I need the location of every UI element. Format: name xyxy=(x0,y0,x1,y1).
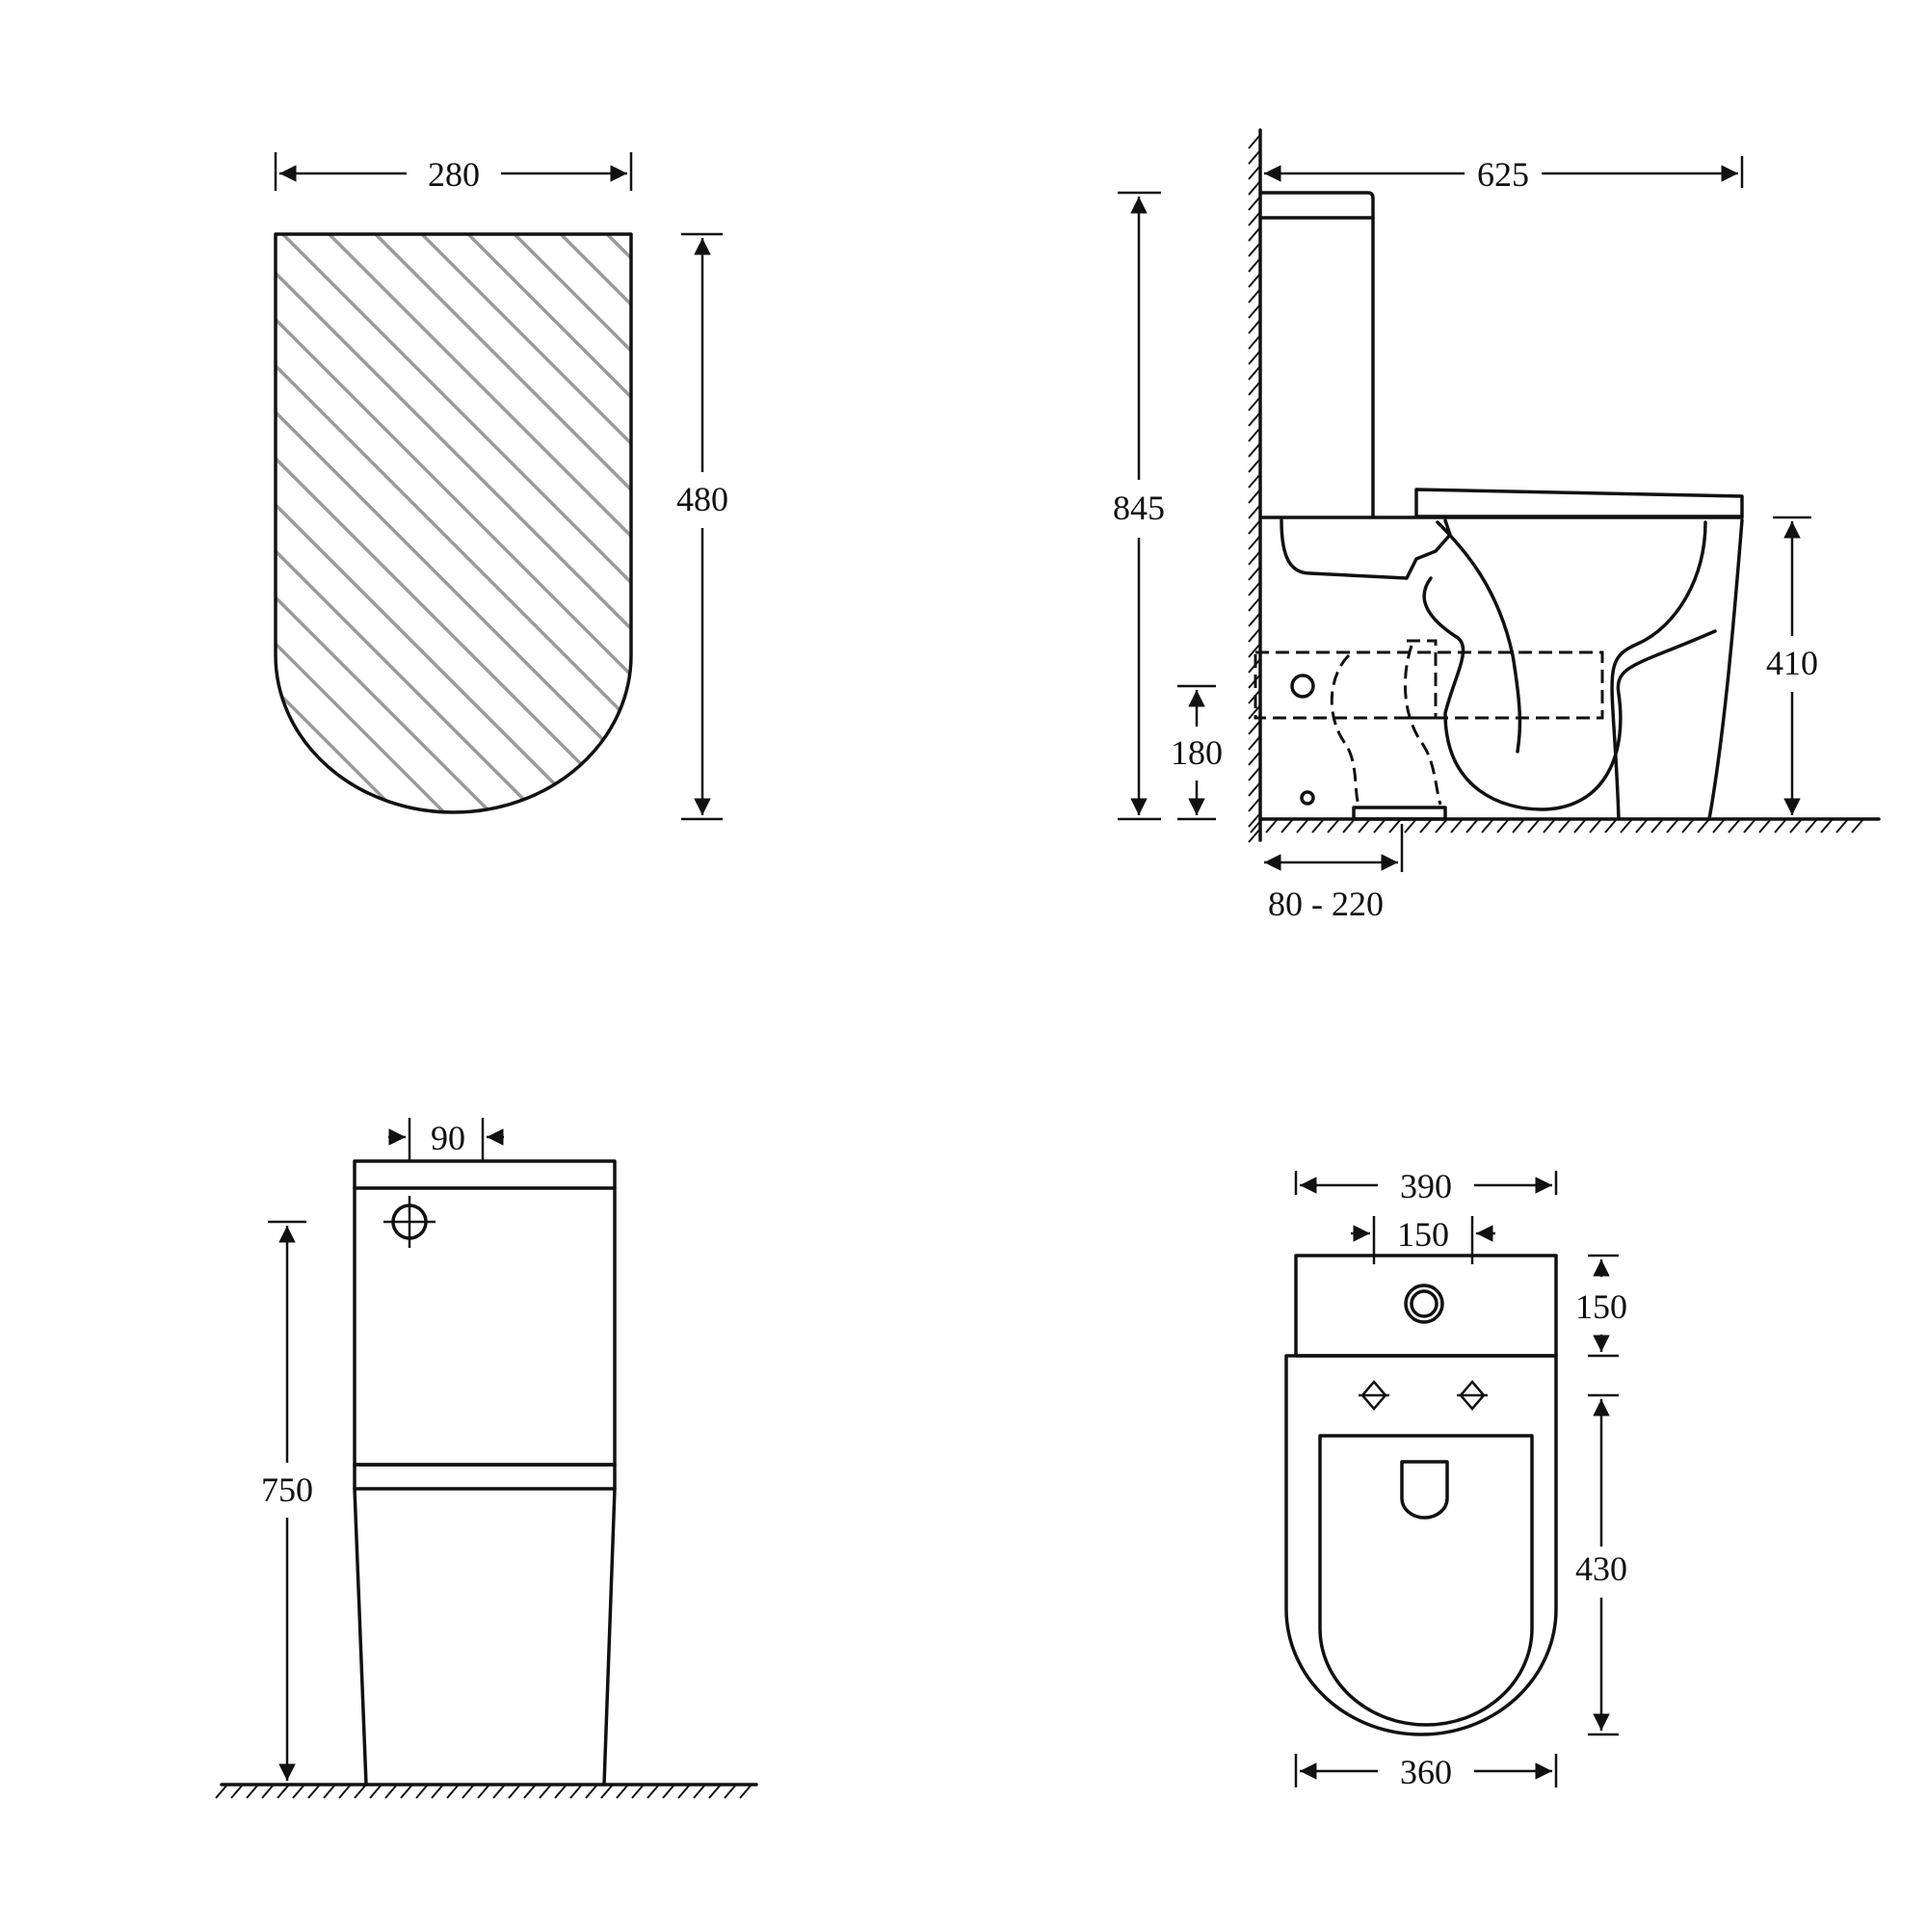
top-view-width-label: 280 xyxy=(428,155,480,194)
trapway-top xyxy=(1280,518,1452,580)
top-view-height-label: 480 xyxy=(676,480,728,518)
outlet-dashed xyxy=(1254,650,1604,720)
bowl-trap xyxy=(1422,576,1717,811)
top-view: 280 480 xyxy=(274,152,728,821)
plan-fixing-spacing-label: 150 xyxy=(1397,1215,1449,1254)
front-inlet-offset-label: 90 xyxy=(431,1119,465,1157)
side-view: 625 845 410 180 80 xyxy=(1113,128,1881,923)
cistern-plan xyxy=(1294,1254,1558,1358)
plan-cistern-depth-label: 150 xyxy=(1575,1287,1627,1326)
side-seat-height-label: 410 xyxy=(1766,644,1818,682)
side-setout-label: 80 - 220 xyxy=(1268,885,1384,923)
plan-bowl-length-label: 430 xyxy=(1575,1549,1627,1588)
template-outline xyxy=(274,232,633,814)
side-setout-dimension: 80 - 220 xyxy=(1264,824,1404,923)
water-inlet-icon xyxy=(383,1196,436,1248)
seat-plan-inner xyxy=(1318,1434,1534,1727)
plan-cistern-depth-dimension: 150 xyxy=(1575,1254,1627,1358)
plan-bowl-width-dimension: 360 xyxy=(1294,1753,1558,1791)
front-height-dimension: 750 xyxy=(261,1220,313,1781)
flush-button-inner-icon xyxy=(1410,1289,1439,1318)
outlet-pipe-dashed xyxy=(1330,645,1442,806)
side-outlet-height-label: 180 xyxy=(1171,733,1223,772)
pan-back-outline xyxy=(1707,518,1744,821)
inlet-hole-icon xyxy=(1290,674,1315,699)
front-height-label: 750 xyxy=(261,1470,313,1509)
plan-view: 390 150 150 430 xyxy=(1284,1167,1627,1791)
fixing-point-left-icon xyxy=(1359,1380,1389,1411)
cistern-side xyxy=(1260,191,1375,518)
side-depth-label: 625 xyxy=(1477,155,1529,194)
outlet-base xyxy=(1352,806,1447,821)
bowl-inner-front xyxy=(1436,520,1522,754)
front-view: 90 750 xyxy=(215,1118,758,1799)
side-total-height-label: 845 xyxy=(1113,489,1165,527)
fixing-point-right-icon xyxy=(1457,1380,1488,1411)
front-inlet-offset-dimension: 90 xyxy=(388,1118,504,1161)
side-outlet-height-dimension: 180 xyxy=(1171,684,1223,821)
side-seat-height-dimension: 410 xyxy=(1766,516,1818,821)
side-depth-dimension: 625 xyxy=(1264,155,1744,194)
plan-cistern-width-label: 390 xyxy=(1400,1167,1452,1205)
fixing-hole-icon xyxy=(1300,790,1315,806)
seat-front xyxy=(353,1463,617,1491)
plan-bowl-width-label: 360 xyxy=(1400,1753,1452,1791)
top-view-width-dimension: 280 xyxy=(274,152,633,194)
pan-front xyxy=(353,1487,617,1786)
outlet-connector-dashed xyxy=(1407,639,1438,720)
seat-side xyxy=(1414,488,1744,518)
flush-button-icon xyxy=(1404,1284,1444,1324)
pan-inner-back xyxy=(1610,520,1707,821)
plan-fixing-spacing-dimension: 150 xyxy=(1351,1215,1495,1264)
bowl-outlet-plan xyxy=(1400,1460,1449,1520)
wall xyxy=(1248,128,1262,843)
pan-plan-outline xyxy=(1284,1354,1558,1736)
side-total-height-dimension: 845 xyxy=(1113,191,1165,821)
plan-cistern-width-dimension: 390 xyxy=(1294,1167,1558,1205)
template-hatch xyxy=(276,234,631,812)
floor-side xyxy=(1250,817,1881,834)
top-view-height-dimension: 480 xyxy=(676,232,728,821)
plan-bowl-length-dimension: 430 xyxy=(1575,1393,1627,1736)
floor-front xyxy=(215,1783,758,1799)
cistern-lid-front xyxy=(353,1159,617,1190)
